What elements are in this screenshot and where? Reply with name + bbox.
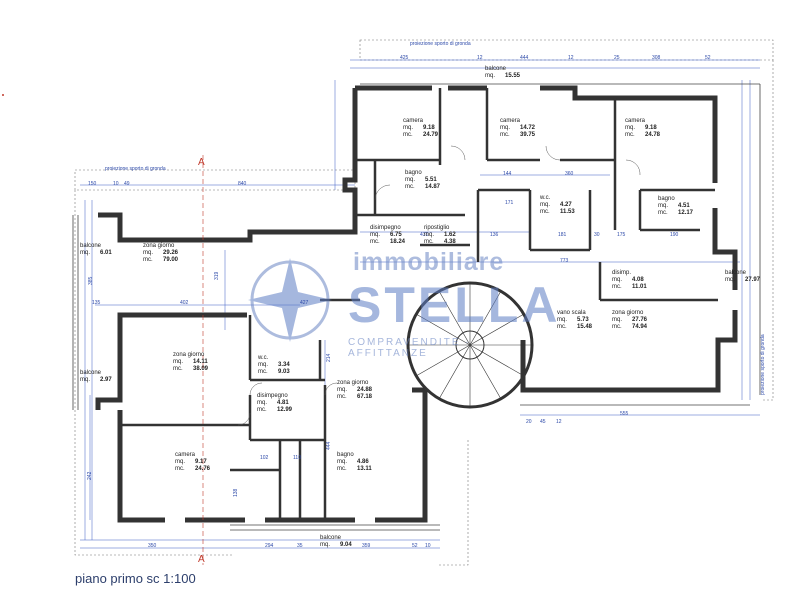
door-swings xyxy=(237,145,641,426)
dim-135: 135 xyxy=(92,300,101,306)
interior-walls xyxy=(120,88,718,520)
room-disimpegno-s: disimpegno mq.4.81 mc.12.99 xyxy=(257,393,293,413)
watermark-logo xyxy=(248,258,332,342)
dim-444: 444 xyxy=(326,441,332,450)
dim-mid-3: 49 xyxy=(124,181,130,187)
spiral-staircase xyxy=(406,281,534,409)
dim-431: 431 xyxy=(420,232,429,238)
room-balcone-top: balcone mq.15.55 xyxy=(485,66,521,79)
balcony-railings xyxy=(72,83,761,531)
dim-360: 360 xyxy=(565,171,574,177)
dim-mid-1: 150 xyxy=(88,181,97,187)
room-camera-sw: camera mq.9.17 mc.24.76 xyxy=(175,452,211,472)
dim-214: 214 xyxy=(326,353,332,362)
dim-319: 319 xyxy=(214,271,220,280)
dim-181: 181 xyxy=(558,232,567,238)
dim-top-3: 444 xyxy=(520,55,529,61)
dim-45: 45 xyxy=(540,419,546,425)
dim-bottom-3: 35 xyxy=(297,543,303,549)
room-camera-mid: camera mq.14.72 mc.39.75 xyxy=(500,118,536,138)
marker-dot xyxy=(2,94,4,96)
dim-top-6: 308 xyxy=(652,55,661,61)
dim-12: 12 xyxy=(556,419,562,425)
room-zona-giorno-right: zona giorno mq.27.76 mc.74.94 xyxy=(612,310,648,330)
dimension-lines xyxy=(80,59,760,549)
room-wc: w.c. mq.4.27 mc.11.53 xyxy=(540,195,575,215)
room-wc-small: w.c. mq.3.34 mc.9.03 xyxy=(258,355,290,375)
room-disimpegno: disimpegno mq.6.75 mc.18.24 xyxy=(370,225,406,245)
dim-top-2: 12 xyxy=(477,55,483,61)
dim-bottom-5: 52 xyxy=(412,543,418,549)
dim-144: 144 xyxy=(503,171,512,177)
section-mark-top: A xyxy=(198,157,205,168)
room-balcone-left: balcone mq.6.01 xyxy=(80,243,112,256)
dim-top-5: 25 xyxy=(614,55,620,61)
room-balcone-bottom: balcone mq.9.04 xyxy=(320,535,352,548)
overhang-label-right: proiezione sporto di gronda xyxy=(760,334,766,395)
overhang-label-top: proiezione sporto di gronda xyxy=(410,41,471,47)
room-balcone-right: balcone mq.27.97 xyxy=(725,270,761,283)
plan-caption: piano primo sc 1:100 xyxy=(75,571,196,586)
dim-bottom-4: 359 xyxy=(362,543,371,549)
dim-171: 171 xyxy=(505,200,514,206)
room-zona-giorno-sw: zona giorno mq.14.11 mc.38.09 xyxy=(173,352,209,372)
dim-136: 136 xyxy=(490,232,499,238)
room-zona-giorno-left: zona giorno mq.29.26 mc.79.00 xyxy=(143,243,179,263)
dim-bottom-6: 10 xyxy=(425,543,431,549)
dim-top-4: 12 xyxy=(568,55,574,61)
room-balcone-sw: balcone mq.2.97 xyxy=(80,370,112,383)
dim-30: 30 xyxy=(594,232,600,238)
dim-top-7: 52 xyxy=(705,55,711,61)
dim-mid-2: 10 xyxy=(113,181,119,187)
dim-bottom-1: 350 xyxy=(148,543,157,549)
room-bagno-top: bagno mq.5.51 mc.14.87 xyxy=(405,170,441,190)
dim-242: 242 xyxy=(87,471,93,480)
overhang-label-left: proiezione sporto di gronda xyxy=(105,166,166,172)
dim-102: 102 xyxy=(260,455,269,461)
dim-110: 110 xyxy=(293,455,301,461)
dim-773: 773 xyxy=(560,258,569,264)
dim-bottom-2: 294 xyxy=(265,543,274,549)
section-mark-bottom: A xyxy=(198,554,205,565)
dim-385: 385 xyxy=(88,276,94,285)
room-disimp-right: disimp. mq.4.08 mc.11.01 xyxy=(612,270,647,290)
dim-mid-4: 840 xyxy=(238,181,247,187)
dim-20: 20 xyxy=(526,419,532,425)
exterior-walls xyxy=(95,85,738,523)
room-ripostiglio: ripostiglio mq.1.62 mc.4.38 xyxy=(424,225,456,245)
dim-top-1: 425 xyxy=(400,55,409,61)
room-zona-giorno-c: zona giorno mq.24.88 mc.67.18 xyxy=(337,380,373,400)
dim-190: 190 xyxy=(670,232,679,238)
room-camera-right: camera mq.9.18 mc.24.78 xyxy=(625,118,661,138)
dim-402: 402 xyxy=(180,300,189,306)
dim-138: 138 xyxy=(233,488,239,497)
room-camera-left: camera mq.9.18 mc.24.79 xyxy=(403,118,439,138)
room-bagno-s: bagno mq.4.86 mc.13.11 xyxy=(337,452,372,472)
dim-427: 427 xyxy=(300,300,309,306)
dim-555: 555 xyxy=(620,411,629,417)
dim-175: 175 xyxy=(617,232,626,238)
room-bagno-right: bagno mq.4.51 mc.12.17 xyxy=(658,196,694,216)
room-vano-scala: vano scala mq.5.73 mc.15.48 xyxy=(557,310,593,330)
